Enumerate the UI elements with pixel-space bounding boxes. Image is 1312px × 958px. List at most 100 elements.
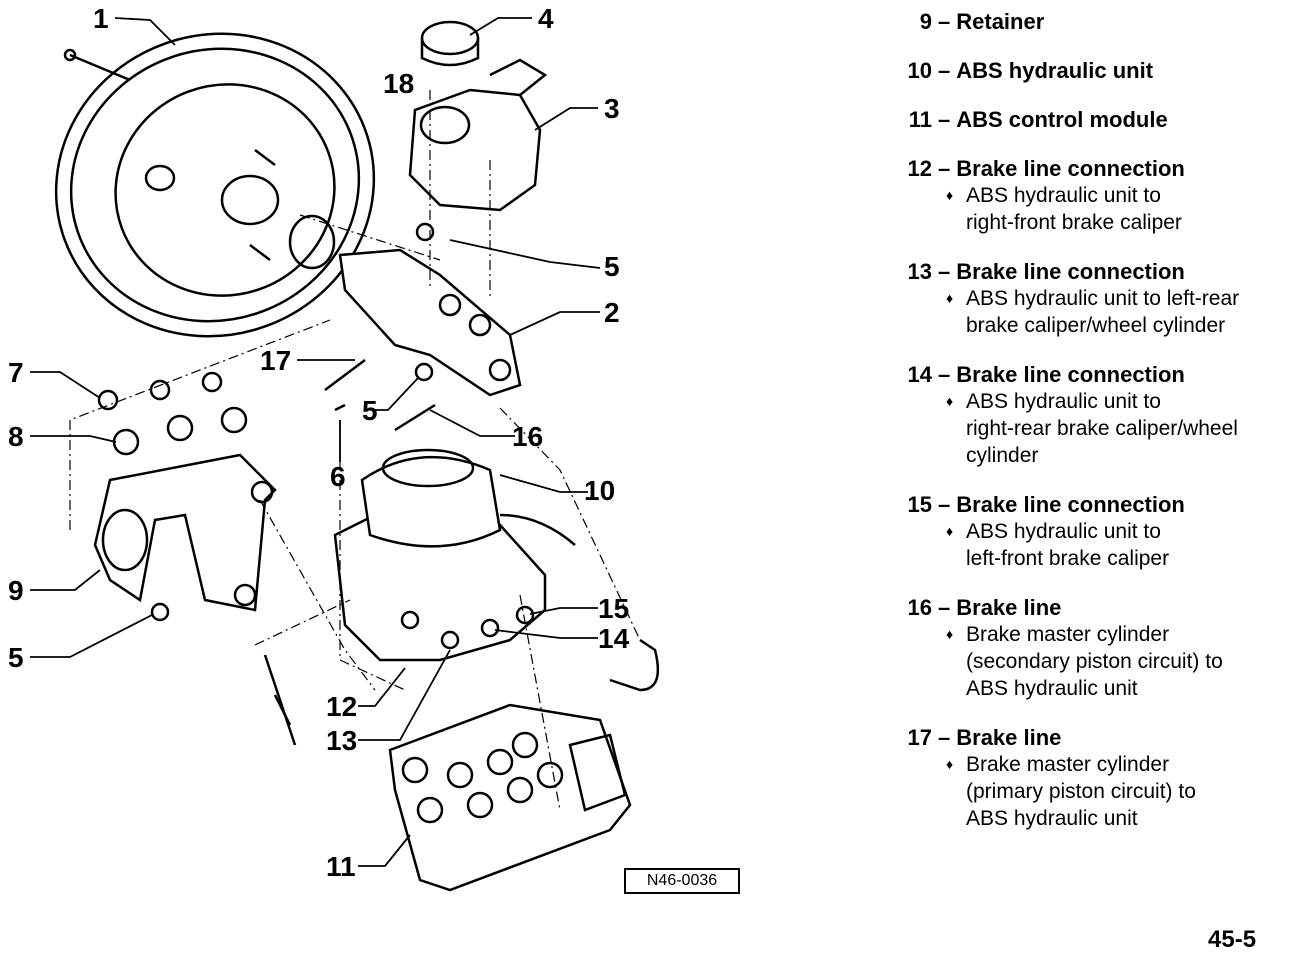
legend-entry: 9–Retainer	[880, 8, 1305, 35]
legend-sub-line: ABS hydraulic unit to	[966, 184, 1161, 207]
brake-master-cylinder	[338, 222, 522, 397]
legend-sub-line: Brake master cylinder	[966, 623, 1170, 646]
legend-entry-label: ABS hydraulic unit	[956, 58, 1154, 83]
callout-6: 6	[330, 461, 346, 492]
bullet-icon: ♦	[946, 393, 954, 409]
callout-12: 12	[326, 691, 357, 722]
legend-sub-line: Brake master cylinder	[966, 753, 1170, 776]
fasteners	[97, 359, 436, 622]
legend-entry-number: 9	[919, 9, 932, 34]
callout-1: 1	[93, 3, 109, 34]
legend-entry-label: Brake line	[956, 725, 1062, 750]
legend-sub-item: ♦ Brake master cylinder (secondary piston …	[946, 621, 1305, 702]
legend-entry: 12–Brake line connection♦ABS hydraulic u…	[880, 155, 1305, 236]
legend-sub-line: ABS hydraulic unit to	[966, 520, 1161, 543]
legend-entry-label: Brake line connection	[956, 362, 1185, 387]
bullet-icon: ♦	[946, 756, 954, 772]
legend-entry-heading: 16–Brake line	[880, 594, 1305, 621]
legend-entry-dash: –	[938, 9, 951, 34]
callout-11: 11	[326, 851, 356, 882]
legend-entry-heading: 13–Brake line connection	[880, 258, 1305, 285]
legend-sub-item: ♦ ABS hydraulic unit to right-rear brake c…	[946, 388, 1305, 469]
exploded-view-diagram: 1 4 18 3 5 2 7 17 5 8 16 6 10 9 15 14 5 …	[8, 3, 660, 892]
legend-entry-heading: 10–ABS hydraulic unit	[880, 57, 1305, 84]
legend-sub-line: ABS hydraulic unit	[966, 677, 1138, 700]
legend-entry: 11–ABS control module	[880, 106, 1305, 133]
legend-sub-line: left-front brake caliper	[966, 547, 1170, 570]
legend-entry-number: 15	[907, 492, 932, 517]
legend-entry: 16–Brake line♦Brake master cylinder(seco…	[880, 594, 1305, 702]
legend-sub-line: ABS hydraulic unit to	[966, 390, 1161, 413]
bullet-icon: ♦	[946, 187, 954, 203]
legend-sub-line: (primary piston circuit) to	[966, 780, 1196, 803]
legend-entry: 13–Brake line connection♦ABS hydraulic u…	[880, 258, 1305, 339]
legend-entry-number: 16	[907, 595, 932, 620]
callout-5-middle: 5	[362, 395, 378, 426]
callout-2: 2	[604, 297, 620, 328]
legend-entry-number: 12	[907, 156, 932, 181]
callout-5-lower: 5	[8, 642, 24, 673]
callout-15: 15	[598, 593, 629, 624]
legend-entry-heading: 17–Brake line	[880, 724, 1305, 751]
legend-entry-number: 14	[907, 362, 932, 387]
brake-line-part	[263, 654, 297, 746]
legend-entry-dash: –	[938, 492, 951, 517]
legend-entry-dash: –	[938, 595, 951, 620]
page-number: 45-5	[1208, 926, 1257, 953]
callout-18: 18	[383, 68, 414, 99]
callout-4: 4	[538, 3, 554, 34]
figure-code: N46-0036	[624, 868, 740, 894]
callout-3: 3	[604, 93, 620, 124]
legend-entry: 14–Brake line connection♦ABS hydraulic u…	[880, 361, 1305, 469]
legend-entry: 17–Brake line ♦ Brake master cylinder (prim…	[880, 724, 1305, 832]
legend-entry: 10–ABS hydraulic unit	[880, 57, 1305, 84]
legend-entry-dash: –	[938, 362, 951, 387]
callout-10: 10	[584, 475, 615, 506]
legend-entry-heading: 14–Brake line connection	[880, 361, 1305, 388]
legend-sub-item: ♦ Brake master cylinder (primary piston ci…	[946, 751, 1305, 832]
abs-hydraulic-unit	[333, 448, 660, 692]
legend-entry-dash: –	[938, 725, 951, 750]
bullet-icon: ♦	[946, 290, 954, 306]
legend-sub-text: ABS hydraulic unit to left-front brake ca…	[966, 518, 1305, 572]
assembly-guide-lines	[69, 90, 641, 811]
legend-sub-text: ABS hydraulic unit to right-rear brake ca…	[966, 388, 1305, 469]
abs-control-module	[388, 703, 632, 892]
brake-booster	[54, 32, 376, 338]
bullet-icon: ♦	[946, 626, 954, 642]
legend-entry-label: Brake line connection	[956, 259, 1185, 284]
legend-sub-line: right-rear brake caliper/wheel	[966, 417, 1238, 440]
legend-sub-line: brake caliper/wheel cylinder	[966, 314, 1226, 337]
legend-entry-label: Brake line connection	[956, 156, 1185, 181]
legend-entry-dash: –	[938, 58, 951, 83]
callout-17: 17	[260, 345, 291, 376]
legend-entry-number: 10	[907, 58, 932, 83]
legend-entry-label: Retainer	[956, 9, 1045, 34]
legend-entry-heading: 15–Brake line connection	[880, 491, 1305, 518]
callout-13: 13	[326, 725, 357, 756]
legend-sub-line: right-front brake caliper	[966, 211, 1182, 234]
legend-entry-dash: –	[938, 107, 951, 132]
legend-sub-line: ABS hydraulic unit to left-rear	[966, 287, 1240, 310]
callout-7: 7	[8, 357, 24, 388]
legend-sub-text: ABS hydraulic unit to left-rear brake cal…	[966, 285, 1305, 339]
legend-sub-line: (secondary piston circuit) to	[966, 650, 1223, 673]
legend-entry-heading: 9–Retainer	[880, 8, 1305, 35]
legend-sub-line: cylinder	[966, 444, 1039, 467]
legend-entry-label: Brake line	[956, 595, 1062, 620]
legend-sub-item: ♦ ABS hydraulic unit to left-rear brake ca…	[946, 285, 1305, 339]
callout-9: 9	[8, 575, 24, 606]
legend-entry-number: 13	[907, 259, 932, 284]
legend-sub-item: ♦ ABS hydraulic unit to right-front brake …	[946, 182, 1305, 236]
legend-sub-text: Brake master cylinder (secondary piston c…	[966, 621, 1305, 702]
retainer-bracket	[93, 453, 277, 612]
legend-entry-dash: –	[938, 259, 951, 284]
callout-16: 16	[512, 421, 543, 452]
legend-entry: 15–Brake line connection♦ABS hydraulic u…	[880, 491, 1305, 572]
callout-14: 14	[598, 623, 630, 654]
brake-fluid-reservoir	[408, 20, 548, 212]
legend-sub-line: ABS hydraulic unit	[966, 807, 1138, 830]
legend-entry-number: 11	[908, 107, 932, 132]
